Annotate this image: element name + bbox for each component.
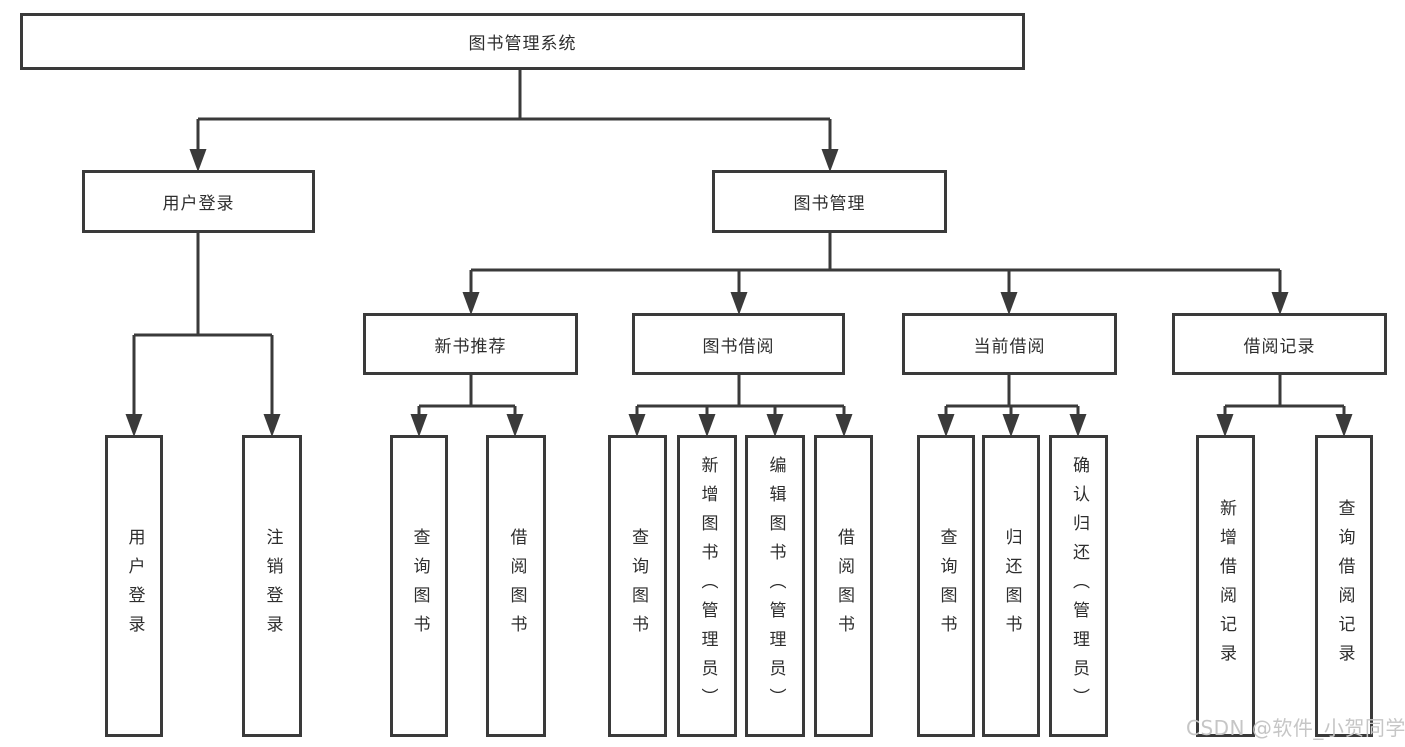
- leaf-label: 查询图书: [628, 528, 648, 644]
- leaf-label: 确认归还（管理员）: [1069, 455, 1089, 717]
- leaf-borrow-books-recommend: 借阅图书: [486, 435, 546, 737]
- node-label: 用户登录: [162, 194, 235, 214]
- arrowheads: [125, 149, 1353, 437]
- leaf-label: 归还图书: [1001, 528, 1022, 644]
- leaf-query-books-borrowing: 查询图书: [608, 435, 667, 737]
- leaf-label: 查询借阅记录: [1334, 499, 1355, 673]
- leaf-label: 新增图书（管理员）: [697, 455, 718, 717]
- leaf-query-books-current: 查询图书: [917, 435, 975, 737]
- leaf-label: 借阅图书: [834, 528, 854, 644]
- leaf-query-borrow-record: 查询借阅记录: [1315, 435, 1373, 737]
- node-user-login: 用户登录: [82, 170, 315, 233]
- leaf-query-books-recommend: 查询图书: [390, 435, 448, 737]
- node-borrowing-records: 借阅记录: [1172, 313, 1387, 375]
- node-book-management-system: 图书管理系统: [20, 13, 1025, 70]
- leaf-user-login: 用户登录: [105, 435, 163, 737]
- node-new-book-recommend: 新书推荐: [363, 313, 578, 375]
- node-label: 图书管理系统: [468, 34, 577, 54]
- leaf-label: 查询图书: [409, 528, 430, 644]
- leaf-return-books: 归还图书: [982, 435, 1040, 737]
- node-label: 新书推荐: [434, 336, 507, 357]
- node-label: 借阅记录: [1243, 336, 1316, 357]
- node-current-borrowing: 当前借阅: [902, 313, 1117, 375]
- leaf-label: 新增借阅记录: [1216, 499, 1236, 673]
- node-label: 当前借阅: [973, 336, 1046, 357]
- leaf-label: 查询图书: [936, 528, 957, 644]
- node-book-management: 图书管理: [712, 170, 947, 233]
- leaf-borrow-books-borrowing: 借阅图书: [814, 435, 873, 737]
- connector-segments: [132, 70, 1346, 414]
- leaf-logout: 注销登录: [242, 435, 302, 737]
- node-label: 图书借阅: [702, 336, 775, 357]
- csdn-watermark: CSDN @软件_小贺同学: [1186, 716, 1405, 740]
- node-label: 图书管理: [793, 194, 866, 214]
- leaf-add-borrow-record: 新增借阅记录: [1196, 435, 1255, 737]
- leaf-label: 用户登录: [124, 528, 145, 644]
- node-book-borrowing: 图书借阅: [632, 313, 845, 375]
- leaf-confirm-return-admin: 确认归还（管理员）: [1049, 435, 1108, 737]
- leaf-add-books-admin: 新增图书（管理员）: [677, 435, 737, 737]
- leaf-edit-books-admin: 编辑图书（管理员）: [745, 435, 805, 737]
- leaf-label: 编辑图书（管理员）: [765, 455, 786, 717]
- leaf-label: 注销登录: [262, 528, 283, 644]
- leaf-label: 借阅图书: [506, 528, 527, 644]
